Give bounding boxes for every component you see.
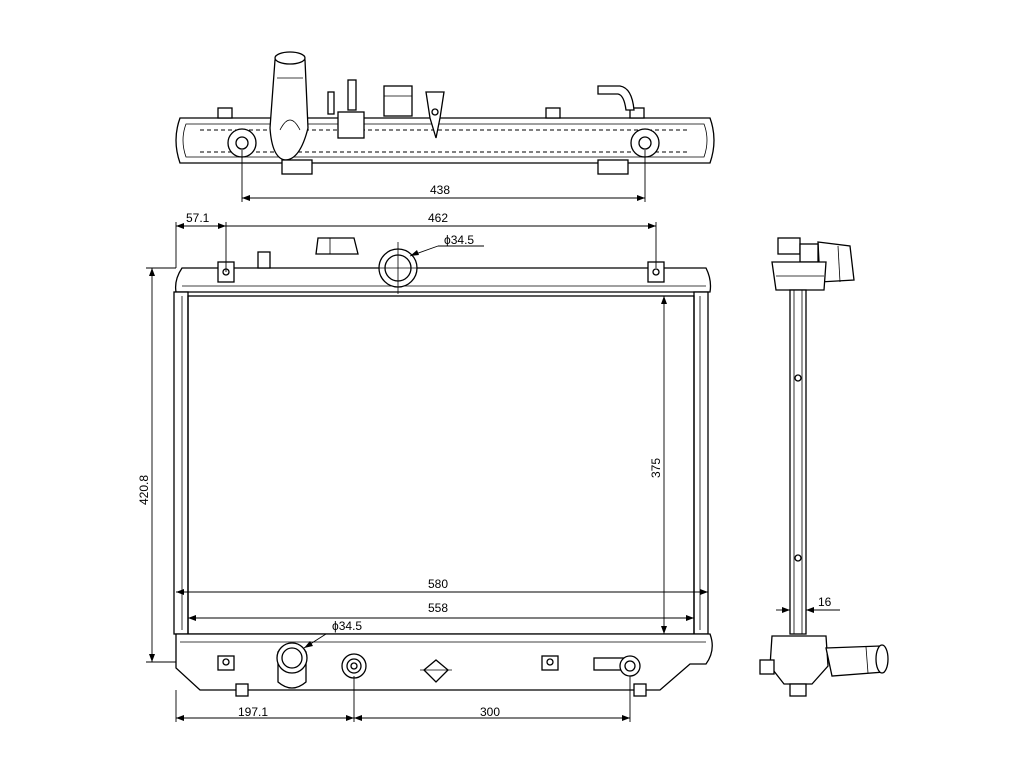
dim-overall-width: 580 — [428, 577, 448, 591]
cap-fitting — [383, 85, 413, 117]
dim-outlet-to-drain: 300 — [480, 705, 500, 719]
overflow-hose — [597, 85, 635, 111]
outlet-pipe — [276, 642, 308, 689]
bottom-tank — [175, 633, 713, 691]
filler-neck — [372, 242, 424, 294]
dim-core-width: 558 — [428, 601, 448, 615]
dim-cap-neck-diameter: ϕ34.5 — [444, 233, 474, 247]
dim-hole-spacing: 438 — [430, 183, 450, 197]
dim-top-tank-length: 462 — [428, 211, 448, 225]
dim-outlet-diameter: ϕ34.5 — [332, 619, 362, 633]
bleed-valve — [425, 91, 445, 139]
dim-bracket-offset: 57.1 — [186, 211, 210, 225]
dim-outlet-offset: 197.1 — [238, 705, 268, 719]
inlet-pipe — [269, 51, 309, 161]
drain-plug — [341, 653, 367, 679]
top-tank — [174, 267, 712, 293]
front-view: 57.1 462 ϕ34.5 420.8 375 580 558 — [137, 211, 713, 722]
sensor-fitting — [327, 79, 365, 139]
dim-core-height: 375 — [649, 458, 663, 478]
side-view: 16 — [759, 237, 889, 697]
top-view: 438 — [175, 51, 715, 202]
dim-overall-height: 420.8 — [137, 475, 151, 505]
core-side-profile — [789, 289, 807, 635]
dim-core-thickness: 16 — [818, 595, 832, 609]
